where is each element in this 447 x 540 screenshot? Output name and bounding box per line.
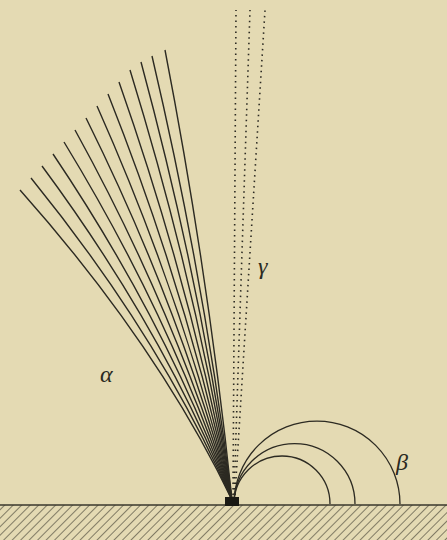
- beta-label: β: [396, 450, 408, 474]
- alpha-label: α: [100, 362, 113, 386]
- radium-source: [225, 497, 239, 506]
- gamma-label: γ: [258, 254, 267, 278]
- beta-rays: [234, 421, 400, 504]
- ground-hatch: [0, 505, 447, 540]
- gamma-rays: [233, 10, 265, 495]
- alpha-rays: [20, 50, 232, 500]
- ground-line: [0, 504, 447, 506]
